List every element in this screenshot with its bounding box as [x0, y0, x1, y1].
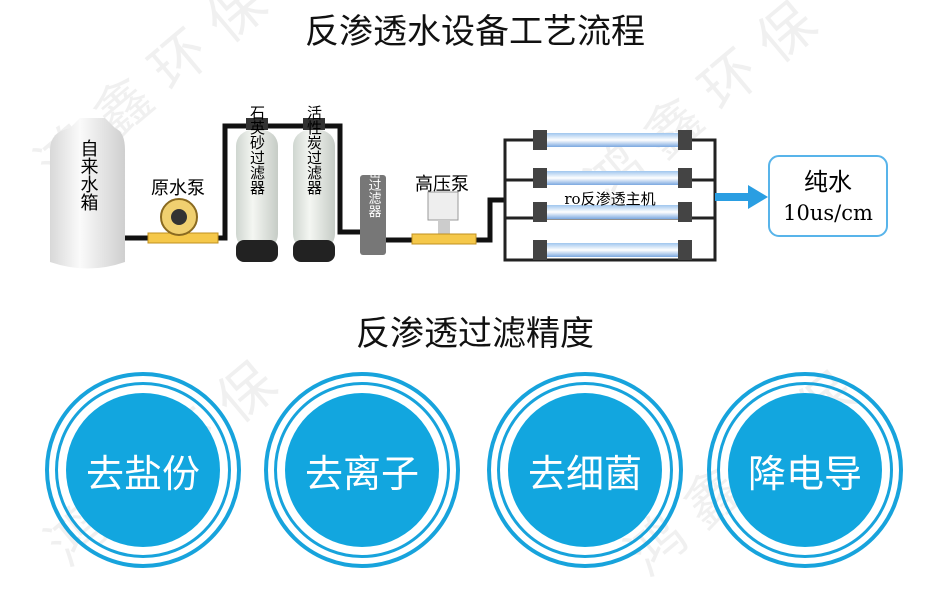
sand-filter-label: 石英砂过滤器 [248, 105, 266, 195]
process-diagram: 自来水箱 原水泵 石英砂过滤器 活性炭过滤器 精密过滤器 [50, 105, 888, 269]
ro-unit: ro反渗透主机 [503, 130, 717, 262]
precision-filter: 精密过滤器 [360, 153, 386, 255]
output-title: 纯水 [804, 168, 852, 196]
quartz-sand-filter: 石英砂过滤器 [236, 105, 278, 262]
feature-label: 降电导 [728, 393, 882, 547]
feature-circle-sterilization: 去细菌 [487, 372, 683, 568]
precision-filter-label: 精密过滤器 [366, 153, 382, 219]
feature-label: 去细菌 [508, 393, 662, 547]
feature-label: 去盐份 [66, 393, 220, 547]
arrow-right-icon [715, 185, 768, 209]
high-pressure-pump: 高压泵 [411, 174, 477, 245]
raw-pump-label: 原水泵 [151, 178, 205, 199]
pure-water-box: 纯水 10us/cm [768, 155, 888, 237]
page-title: 反渗透水设备工艺流程 [305, 12, 645, 52]
activated-carbon-filter: 活性炭过滤器 [293, 105, 335, 262]
output-value: 10us/cm [783, 201, 873, 225]
carbon-filter-label: 活性炭过滤器 [305, 105, 323, 195]
membrane-tubes [533, 130, 692, 260]
feature-label: 去离子 [285, 393, 439, 547]
ro-unit-label: ro反渗透主机 [564, 190, 655, 208]
hp-pump-label: 高压泵 [415, 174, 469, 195]
section-title: 反渗透过滤精度 [356, 314, 594, 354]
feature-circle-desalination: 去盐份 [45, 372, 241, 568]
feature-circle-deionization: 去离子 [264, 372, 460, 568]
raw-water-pump: 原水泵 [147, 178, 219, 244]
water-tank: 自来水箱 [50, 118, 125, 269]
feature-circle-conductivity: 降电导 [707, 372, 903, 568]
tank-label: 自来水箱 [78, 139, 99, 211]
